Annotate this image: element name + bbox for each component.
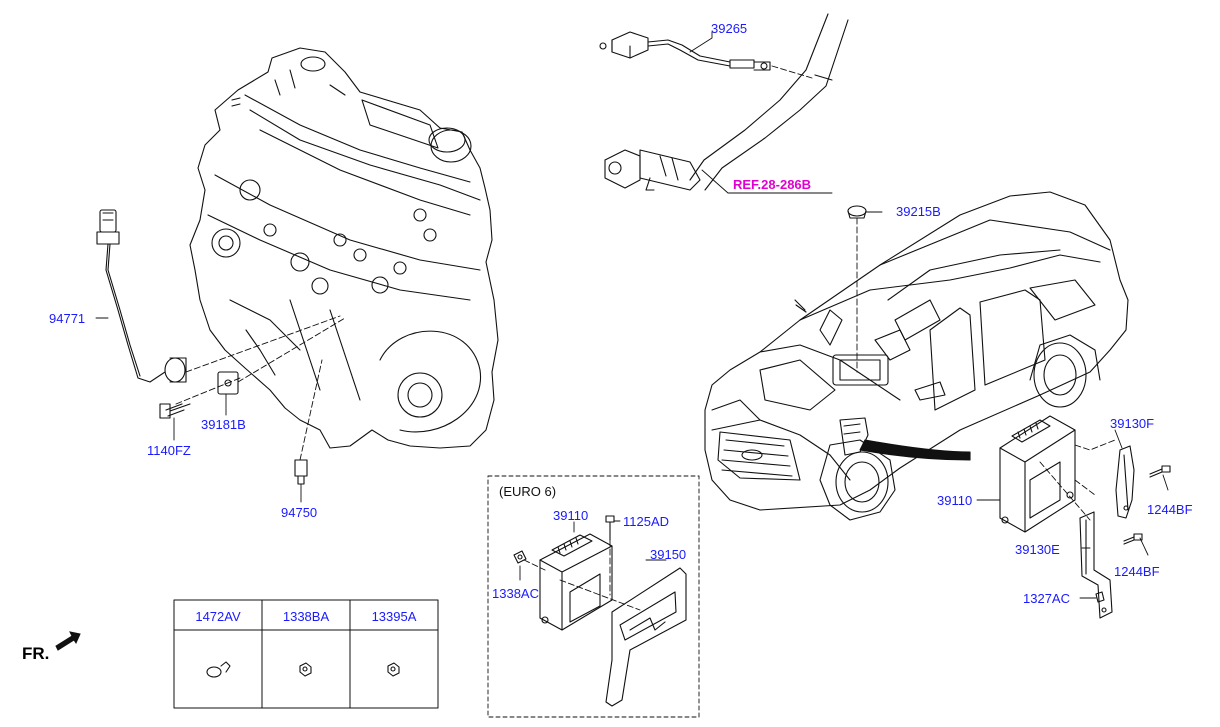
part-label-1338ac[interactable]: 1338AC xyxy=(492,586,539,601)
part-label-39150[interactable]: 39150 xyxy=(650,547,687,562)
part-label-39130f[interactable]: 39130F xyxy=(1110,416,1155,431)
exhaust-pipe-drawing xyxy=(604,13,849,191)
bolt-1244bf-drawing xyxy=(1123,465,1171,545)
euro6-inset-frame xyxy=(487,475,700,718)
part-label-39181b[interactable]: 39181B xyxy=(201,417,246,432)
bracket-39130e-drawing xyxy=(1079,511,1113,619)
oxygen-sensor-drawing xyxy=(599,31,771,71)
part-label-94771[interactable]: 94771 xyxy=(49,311,86,326)
part-label-1327ac[interactable]: 1327AC xyxy=(1023,591,1070,606)
front-direction-label: FR. xyxy=(22,644,50,663)
front-direction-arrow xyxy=(55,631,81,651)
clamp-1472av-icon xyxy=(206,661,231,678)
bolt-1125ad-drawing xyxy=(605,515,615,541)
knock-sensor-harness-drawing xyxy=(96,209,308,485)
table-header-13395a[interactable]: 13395A xyxy=(371,609,417,624)
fastener-table xyxy=(173,599,439,709)
part-label-39130e[interactable]: 39130E xyxy=(1015,542,1060,557)
part-label-39110-main[interactable]: 39110 xyxy=(937,493,973,508)
euro6-label: (EURO 6) xyxy=(499,484,557,499)
part-label-1125ad[interactable]: 1125AD xyxy=(623,514,670,529)
engine-block-drawing xyxy=(189,47,499,449)
part-label-1140fz[interactable]: 1140FZ xyxy=(147,443,191,458)
table-header-1472av[interactable]: 1472AV xyxy=(195,609,241,624)
ecu-euro6-drawing xyxy=(539,533,613,631)
exhaust-leader-lines xyxy=(771,65,813,79)
reference-label[interactable]: REF.28-286B xyxy=(733,177,812,192)
part-label-39110-inset[interactable]: 39110 xyxy=(553,508,589,523)
table-header-1338ba[interactable]: 1338BA xyxy=(282,609,330,624)
ecu-main-drawing xyxy=(999,415,1076,533)
exhaust-callout-lines xyxy=(689,31,833,194)
nut-1338ac-drawing xyxy=(513,550,527,564)
grommet-drawing xyxy=(847,205,883,219)
part-label-1244bf-top[interactable]: 1244BF xyxy=(1147,502,1193,517)
bracket-39130f-drawing xyxy=(1115,445,1135,519)
engine-callout-lines xyxy=(95,317,302,503)
part-label-94750[interactable]: 94750 xyxy=(281,505,318,520)
location-arrow xyxy=(859,439,971,461)
nut-1338ba-icon xyxy=(299,662,312,677)
bracket-39150-drawing xyxy=(605,567,687,707)
vehicle-drawing xyxy=(704,191,1129,521)
engine-leader-lines xyxy=(175,315,346,461)
part-label-39265[interactable]: 39265 xyxy=(711,21,748,36)
nut-1327ac-drawing xyxy=(1095,591,1105,603)
part-label-1244bf-bottom[interactable]: 1244BF xyxy=(1114,564,1160,579)
nut-13395a-icon xyxy=(387,662,400,677)
part-label-39215b[interactable]: 39215B xyxy=(896,204,941,219)
